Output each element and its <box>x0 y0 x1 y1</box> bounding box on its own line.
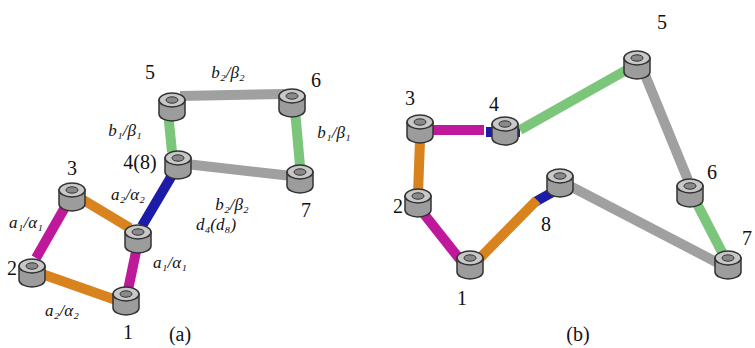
panel-label: (a) <box>169 324 191 344</box>
link-bar <box>424 214 462 262</box>
link-bar <box>478 200 537 260</box>
joint-number: 7 <box>742 228 752 248</box>
joint-cylinder <box>407 115 433 143</box>
joint-number: 2 <box>7 258 17 278</box>
joint-cylinder <box>492 117 518 145</box>
link-parameter: a₂/α₂ <box>111 186 145 203</box>
joint-cylinder <box>279 89 305 117</box>
joint-cylinder <box>405 189 431 217</box>
joint-number: 4 <box>489 94 499 114</box>
link-bar <box>42 274 116 300</box>
link-bar <box>643 70 688 180</box>
joint-number: 2 <box>393 196 403 216</box>
joint-number: 8 <box>541 214 551 234</box>
joint-number: 6 <box>707 162 717 182</box>
joint-cylinder <box>287 165 313 193</box>
joint-number: 5 <box>145 62 155 82</box>
joint-number: 1 <box>457 288 467 308</box>
joint-number: 1 <box>123 322 133 342</box>
joint-cylinder <box>715 251 741 279</box>
joint-cylinder <box>165 151 191 179</box>
joint-cylinder <box>677 179 703 207</box>
link-bar <box>180 94 286 96</box>
joint-cylinder <box>19 259 45 287</box>
link-parameter: a₂/α₂ <box>45 302 79 319</box>
panel-label: (b) <box>566 324 589 344</box>
link-parameter: d₄(d₈) <box>196 216 236 233</box>
link-parameter: b₂/β₂ <box>211 64 245 81</box>
joint-cylinder <box>457 251 483 279</box>
link-bar <box>432 125 484 135</box>
joint-number: 5 <box>657 12 667 32</box>
joint-cylinder <box>59 183 85 211</box>
link-parameter: b₂/β₂ <box>215 196 249 213</box>
joint-cylinder <box>113 287 139 315</box>
link-bar <box>520 68 630 130</box>
joint-cylinder <box>159 93 185 121</box>
link-parameter: b₁/β₁ <box>317 124 351 141</box>
joint-number: 3 <box>67 158 77 178</box>
joint-cylinder <box>125 225 151 253</box>
link-bar <box>295 110 300 166</box>
joint-cylinder <box>624 51 650 79</box>
joint-cylinder <box>547 169 573 197</box>
link-parameter: a₁/α₁ <box>9 214 43 231</box>
joint-number: 3 <box>405 88 415 108</box>
joint-number: 6 <box>311 70 321 90</box>
link-parameter: b₁/β₁ <box>108 122 142 139</box>
joint-number: 7 <box>301 200 311 220</box>
link-bar <box>418 140 420 194</box>
link-bar <box>142 172 174 226</box>
link-bar <box>80 198 130 228</box>
joint-number: 4(8) <box>123 152 156 172</box>
link-bar <box>186 164 292 176</box>
link-parameter: a₁/α₁ <box>153 254 187 271</box>
